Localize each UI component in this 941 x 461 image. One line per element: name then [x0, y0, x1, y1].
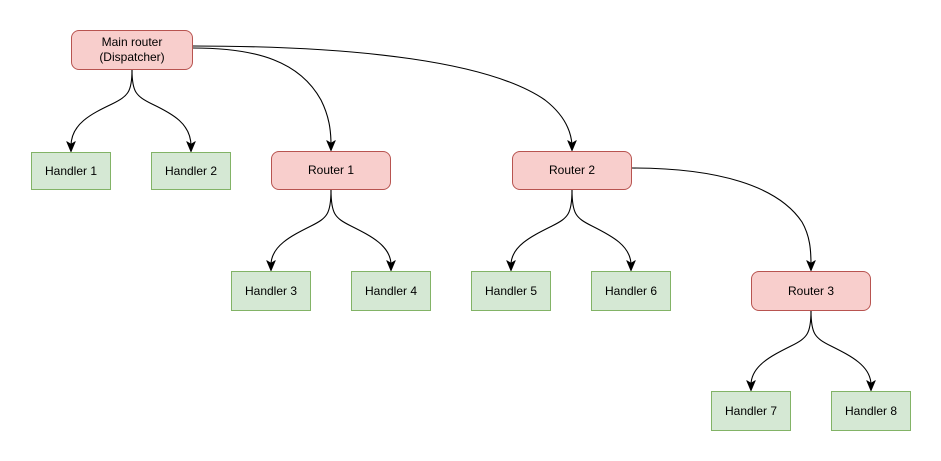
- node-handler-5[interactable]: Handler 5: [471, 271, 551, 311]
- node-handler-7[interactable]: Handler 7: [711, 391, 791, 431]
- node-handler-1[interactable]: Handler 1: [31, 152, 111, 190]
- node-router-2[interactable]: Router 2: [512, 151, 632, 190]
- edge-router-2-to-router-3: [631, 167, 816, 272]
- node-handler-2[interactable]: Handler 2: [151, 152, 231, 190]
- node-handler-3[interactable]: Handler 3: [231, 271, 311, 311]
- edge-router-2-to-handler-5: [506, 189, 573, 272]
- node-main-router[interactable]: Main router (Dispatcher): [71, 30, 193, 70]
- edge-router-3-to-handler-7: [746, 310, 812, 392]
- node-router-1[interactable]: Router 1: [271, 151, 391, 190]
- node-handler-8[interactable]: Handler 8: [831, 391, 911, 431]
- edge-router-2-to-handler-6: [571, 189, 636, 272]
- edge-main-router-to-router-1: [192, 47, 336, 152]
- edge-main-router-to-handler-1: [66, 69, 133, 153]
- edge-router-1-to-handler-4: [330, 189, 396, 272]
- edge-router-1-to-handler-3: [266, 189, 332, 272]
- edge-router-3-to-handler-8: [810, 310, 876, 392]
- node-handler-6[interactable]: Handler 6: [591, 271, 671, 311]
- edge-main-router-to-router-2: [192, 45, 577, 152]
- node-router-3[interactable]: Router 3: [751, 271, 871, 311]
- edge-main-router-to-handler-2: [131, 69, 196, 153]
- node-handler-4[interactable]: Handler 4: [351, 271, 431, 311]
